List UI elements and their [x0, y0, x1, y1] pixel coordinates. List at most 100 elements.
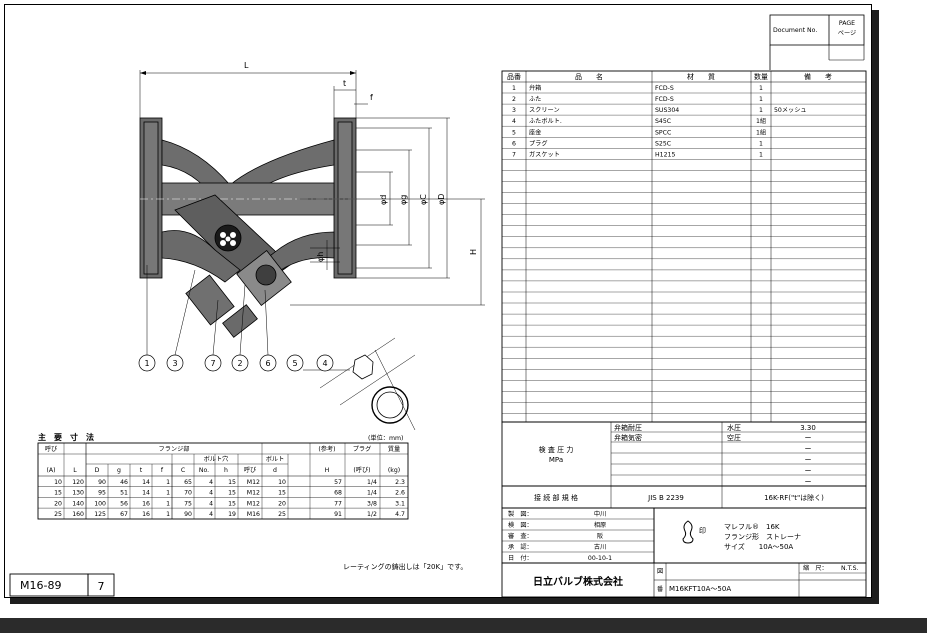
svg-text:4: 4 — [322, 359, 327, 368]
dim-table-cell: 15 — [228, 479, 236, 486]
dim-table-cell: 14 — [142, 479, 150, 486]
doc-no-label: Document No. — [773, 27, 817, 34]
parts-header-remarks: 備 考 — [804, 72, 832, 81]
dimension-labels: L t f φd φg φC φD H φh — [244, 61, 478, 262]
scale-value: N.T.S. — [841, 565, 859, 572]
parts-cell-no: 5 — [512, 129, 516, 136]
balloon-4: 4 — [316, 354, 334, 372]
svg-text:2: 2 — [237, 359, 242, 368]
dim-table-cell: 15 — [278, 490, 286, 497]
parts-cell-name: プラグ — [529, 139, 548, 147]
dim-table-cell: 20 — [54, 500, 62, 507]
seat-pressure-label: 弁箱気密 — [614, 433, 642, 442]
dim-header-nominal: 呼び — [45, 445, 58, 453]
dim-header-L: L — [73, 467, 77, 474]
dim-table-cell: 1 — [166, 511, 170, 518]
dim-table-cell: 10 — [278, 479, 286, 486]
parts-cell-material: S45C — [655, 118, 671, 125]
approval-row: 日 付：00-10-1 — [508, 554, 612, 562]
strainer-drawing — [139, 70, 485, 431]
dim-table-cell: 75 — [184, 500, 192, 507]
dim-table-cell: 15 — [228, 490, 236, 497]
parts-cell-name: 弁箱 — [529, 84, 541, 92]
dim-header-mass: 質量 — [388, 445, 400, 453]
footer-code: M16-89 7 — [9, 573, 115, 597]
dim-g: φg — [399, 195, 408, 205]
dim-header-nominal-unit: (A) — [46, 467, 55, 474]
dim-table-cell: 3.1 — [395, 500, 405, 507]
balloon-2: 2 — [231, 354, 249, 372]
dim-table-cell: 70 — [184, 490, 192, 497]
dim-table-cell: 1 — [166, 490, 170, 497]
dim-table-cell: 120 — [72, 479, 84, 486]
dimension-table-unit: (単位：mm) — [368, 434, 403, 442]
dim-header-plug: プラグ — [353, 445, 372, 453]
water-pressure-value: 3.30 — [800, 424, 816, 432]
svg-text:1: 1 — [144, 359, 149, 368]
parts-cell-material: SPCC — [655, 129, 671, 136]
approval-row: 検 図：相原 — [508, 521, 606, 529]
dim-table-cell: 57 — [334, 479, 342, 486]
approval-role: 審 査： — [508, 532, 533, 540]
parts-cell-material: S25C — [655, 140, 671, 147]
water-pressure-label: 水圧 — [727, 423, 741, 432]
test-pressure-unit: MPa — [549, 456, 563, 464]
dim-header-bolt-call: 呼び — [244, 466, 257, 474]
parts-cell-qty: 1 — [759, 85, 763, 92]
dim-table-cell: 10 — [54, 479, 62, 486]
connection-standard-row: 接 続 部 規 格 JIS B 2239 16K-RF("t"は除く) — [501, 485, 867, 509]
sheet-shadow-right — [872, 10, 879, 603]
dim-table-cell: M12 — [247, 500, 260, 507]
dimension-table: 主 要 寸 法 (単位：mm) 呼び(A)フランジ部ボルト穴ボルト(参考)プラグ… — [37, 432, 409, 520]
balloon-5: 5 — [286, 354, 304, 372]
pressure-dash: ー — [805, 445, 812, 453]
parts-cell-qty: 1 — [759, 96, 763, 103]
approval-row: 審 査：阪 — [508, 532, 603, 540]
dim-header-t: t — [140, 467, 143, 474]
balloon-1: 1 — [138, 354, 156, 372]
air-pressure-label: 空圧 — [727, 433, 741, 442]
dim-header-h: h — [224, 467, 228, 474]
balloon-7: 7 — [204, 354, 222, 372]
parts-cell-no: 7 — [512, 151, 516, 158]
dim-table-cell: 125 — [94, 511, 106, 518]
parts-cell-remarks: 50メッシュ — [774, 107, 807, 114]
approval-role: 承 認： — [508, 543, 533, 551]
parts-cell-name: ふた — [529, 96, 541, 103]
dim-table-cell: 68 — [334, 490, 342, 497]
dim-table-cell: 1/4 — [367, 479, 377, 486]
product-name: マレフル® 16K — [724, 523, 780, 531]
dim-table-cell: 77 — [334, 500, 342, 507]
part-balloons: 1 3 7 2 6 5 4 — [138, 354, 334, 372]
viewer-bottom-band — [0, 618, 927, 633]
drawing-number: M16KFT10A～50A — [669, 585, 731, 593]
approval-role: 製 図： — [508, 510, 533, 518]
dim-table-cell: 1 — [166, 500, 170, 507]
casting-note: レーティングの鋳出しは「20K」です。 — [343, 562, 467, 571]
balloon-3: 3 — [166, 354, 184, 372]
approval-role: 検 図： — [508, 521, 533, 529]
test-pressure-label: 検 査 圧 力 — [539, 445, 574, 454]
connection-standard: JIS B 2239 — [647, 494, 684, 502]
parts-header-name: 品 名 — [575, 72, 603, 81]
dim-table-cell: 100 — [94, 500, 106, 507]
dim-header-g: g — [117, 467, 121, 474]
parts-cell-name: 座金 — [529, 128, 542, 136]
product-size: サイズ 10A～50A — [724, 542, 793, 551]
parts-cell-material: H1215 — [655, 151, 675, 158]
document-header-box: Document No. PAGE ページ — [769, 14, 865, 70]
approval-row: 承 認：古川 — [508, 543, 606, 551]
dimension-table-title: 主 要 寸 法 — [38, 432, 94, 442]
dim-table-cell: M12 — [247, 479, 260, 486]
brand-mark: 印 — [699, 527, 706, 535]
parts-cell-no: 6 — [512, 140, 516, 147]
